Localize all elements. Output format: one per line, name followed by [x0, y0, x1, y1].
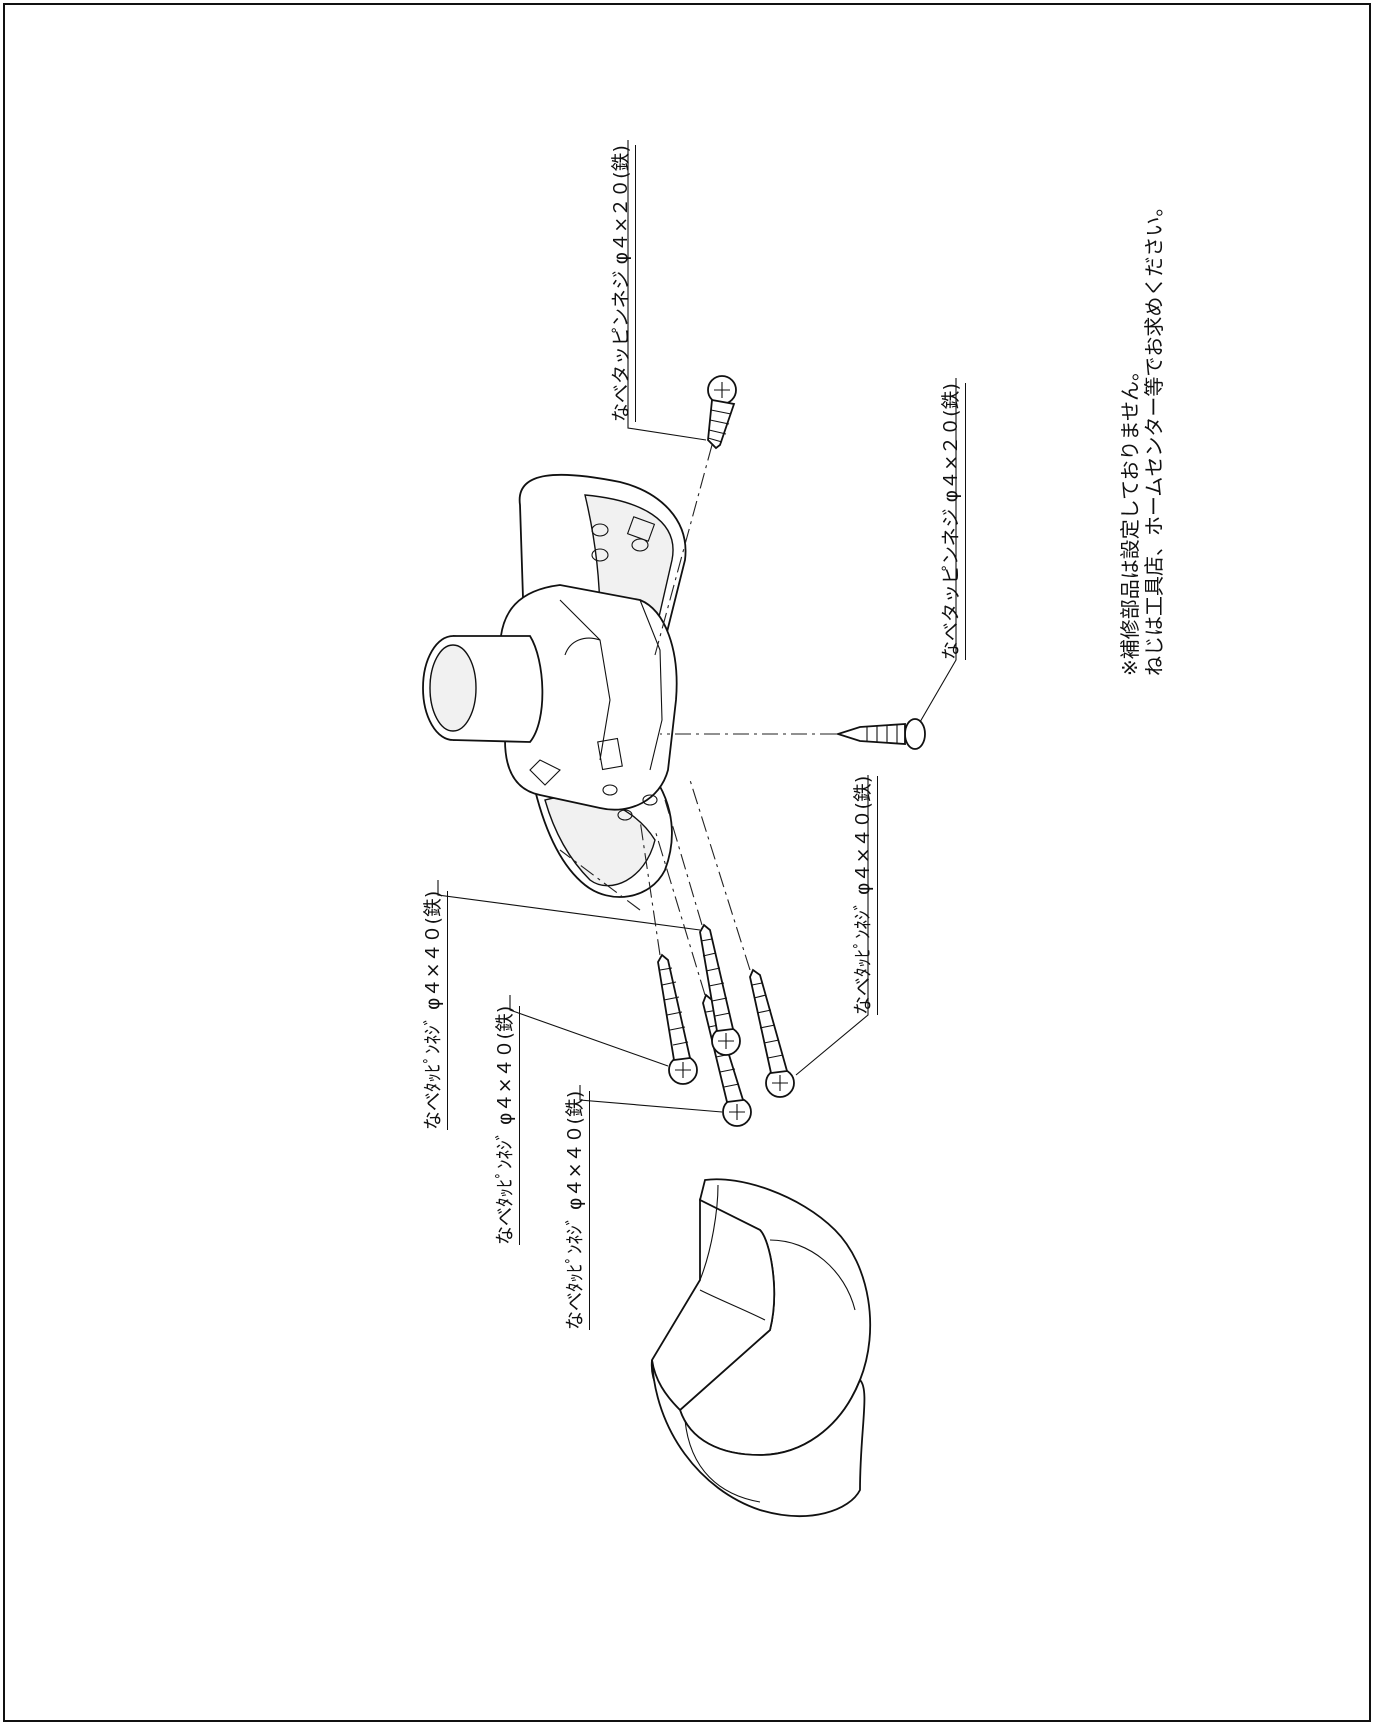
notice-line-2: ねじは工具店、ホームセンター等でお求めください。	[1142, 196, 1166, 676]
assembly-centerlines	[559, 444, 836, 996]
screw-40-c	[699, 923, 741, 1056]
screw-20-top	[707, 375, 737, 450]
screw-40-a	[657, 953, 698, 1085]
label-screw-40-d: なべﾀｯﾋﾟﾝﾈｼﾞ φ４×４０(鉄)	[848, 775, 878, 1015]
leader-lines	[437, 140, 957, 1113]
label-screw-20-right: なべタッピンネジ φ４×２０(鉄)	[936, 383, 966, 660]
drawing-border	[3, 3, 1371, 1722]
screw-40-d	[749, 968, 795, 1098]
main-housing	[422, 473, 687, 898]
notice-text: ※補修部品は設定しておりません。 ねじは工具店、ホームセンター等でお求めください…	[1118, 197, 1166, 676]
label-screw-40-c: なべﾀｯﾋﾟﾝﾈｼﾞ φ４×４０(鉄)	[560, 1090, 590, 1330]
screw-20-right	[835, 718, 926, 750]
housing-cover	[650, 1178, 872, 1517]
notice-line-1: ※補修部品は設定しておりません。	[1118, 361, 1142, 676]
label-screw-40-a: なべﾀｯﾋﾟﾝﾈｼﾞ φ４×４０(鉄)	[418, 890, 448, 1130]
label-screw-40-b: なべﾀｯﾋﾟﾝﾈｼﾞ φ４×４０(鉄)	[490, 1005, 520, 1245]
label-screw-20-top: なべタッピンネジ φ４×２０(鉄)	[606, 145, 636, 422]
